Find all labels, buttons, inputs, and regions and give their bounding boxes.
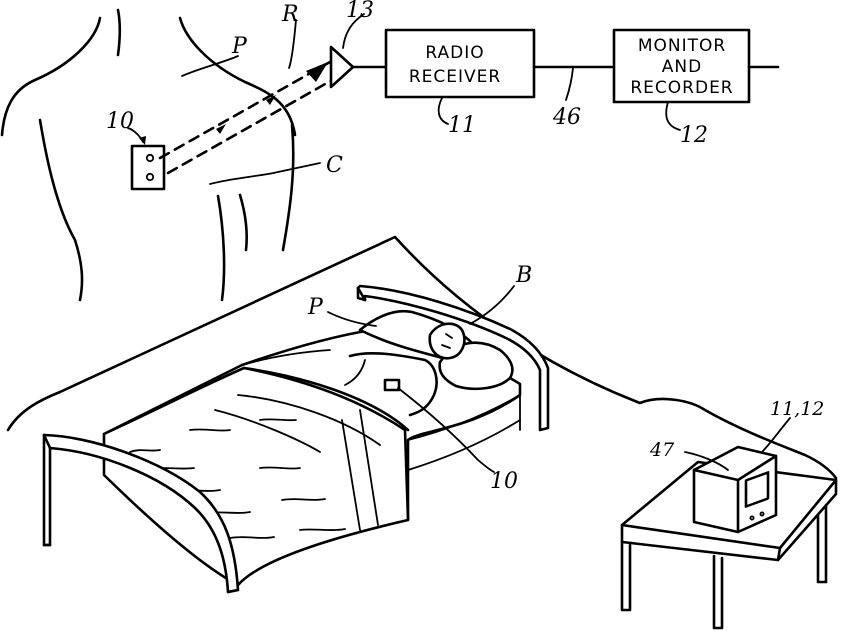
ref-46: 46 [552, 105, 581, 130]
bed [44, 286, 548, 592]
ref-11: 11 [448, 113, 476, 138]
monitor-recorder-box: MONITOR AND RECORDER [614, 30, 749, 102]
transmitter-unit-torso [132, 146, 164, 189]
ref-13: 13 [346, 0, 374, 23]
leader-11 [439, 98, 448, 124]
ref-P-torso: P [231, 34, 248, 59]
ref-12: 12 [680, 123, 708, 148]
ref-C: C [326, 153, 343, 178]
ref-R: R [281, 2, 299, 27]
ref-47: 47 [649, 439, 675, 461]
leader-R [289, 20, 296, 68]
ref-10-bed: 10 [490, 469, 518, 494]
ref-10-torso: 10 [106, 109, 134, 134]
radio-beam [160, 62, 334, 173]
monitor-device [694, 447, 776, 532]
ref-P-bed: P [307, 295, 324, 320]
monitor-label-3: RECORDER [630, 78, 733, 98]
antenna [331, 47, 386, 87]
ref-11-12: 11,12 [770, 398, 824, 420]
monitor-label-2: AND [662, 57, 702, 77]
leader-12 [666, 102, 680, 130]
radio-receiver-label-1: RADIO [425, 43, 484, 63]
radio-receiver-label-2: RECEIVER [409, 67, 501, 87]
ref-B: B [515, 263, 532, 288]
leader-46 [566, 68, 573, 100]
monitor-label-1: MONITOR [638, 36, 726, 56]
radio-receiver-box: RADIO RECEIVER [386, 30, 534, 97]
